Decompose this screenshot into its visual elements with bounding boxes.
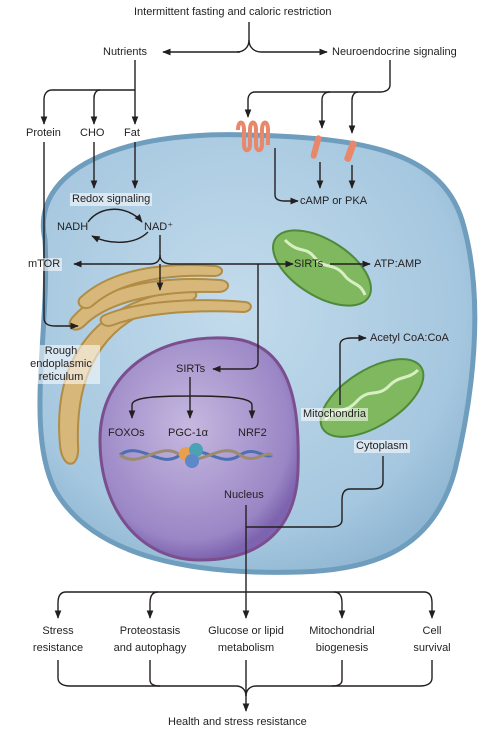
outcome-survival-line1: Cell bbox=[422, 625, 442, 637]
arrow-gpcr-to-camp bbox=[274, 148, 299, 205]
nutrients-label: Nutrients bbox=[103, 46, 148, 58]
outcome-mito-line1: Mitochondrial bbox=[309, 625, 375, 637]
arrow-cytoplasm-to-outcomes bbox=[246, 456, 384, 528]
outcome-survival: Cell survival bbox=[400, 625, 464, 655]
cytoplasm-label: Cytoplasm bbox=[354, 440, 410, 453]
acetyl-coa-label: Acetyl CoA:CoA bbox=[370, 332, 449, 344]
atp-amp-label: ATP:AMP bbox=[374, 258, 422, 270]
outcome-survival-line2: survival bbox=[413, 642, 451, 654]
er-label-line2: endoplasmic bbox=[30, 358, 92, 370]
foxos-label: FOXOs bbox=[108, 427, 145, 439]
arrow-sirts-branch bbox=[132, 377, 191, 418]
arrow-to-neuroendocrine bbox=[248, 39, 328, 56]
arrow-to-cho bbox=[90, 89, 101, 125]
title-label: Intermittent fasting and caloric restric… bbox=[134, 6, 332, 18]
mitochondrion-upper bbox=[272, 229, 372, 307]
outcome-glucose-line1: Glucose or lipid bbox=[208, 625, 284, 637]
er-label-line3: reticulum bbox=[38, 371, 84, 383]
sirts-cytoplasm-label: SIRTs bbox=[294, 258, 324, 270]
outcome-glucose: Glucose or lipid metabolism bbox=[196, 625, 296, 655]
pgc1a-label: PGC-1α bbox=[168, 427, 208, 439]
outcome-proteostasis-line1: Proteostasis bbox=[119, 625, 181, 637]
arrow-outcomes-merge bbox=[57, 660, 250, 712]
nrf2-label: NRF2 bbox=[238, 427, 267, 439]
arrow-to-sirts-cyto bbox=[159, 254, 294, 268]
arrow-merge-mito bbox=[331, 660, 343, 687]
outcome-stress-line1: Stress bbox=[42, 625, 74, 637]
arrow-nadh-to-nad bbox=[87, 208, 143, 223]
fat-label: Fat bbox=[124, 127, 140, 139]
arrow-protein-to-er bbox=[43, 142, 79, 330]
receptor-channel-2 bbox=[344, 140, 357, 162]
outcome-proteostasis-line2: and autophagy bbox=[113, 642, 187, 654]
outcome-glucose-line2: metabolism bbox=[217, 642, 275, 654]
nad-plus-label: NAD⁺ bbox=[144, 221, 174, 233]
arrow-title-stem bbox=[236, 22, 250, 53]
outcome-proteostasis: Proteostasis and autophagy bbox=[100, 625, 200, 655]
neuroendocrine-label: Neuroendocrine signaling bbox=[332, 46, 457, 58]
arrow-to-channel-2 bbox=[348, 91, 359, 134]
mtor-label: mTOR bbox=[26, 258, 63, 271]
mitochondria-label: Mitochondria bbox=[301, 408, 368, 421]
rough-er bbox=[58, 264, 252, 465]
camp-pka-label: cAMP or PKA bbox=[300, 195, 368, 207]
arrow-to-mito-biogenesis bbox=[333, 591, 346, 619]
arrow-merge-proteo bbox=[149, 660, 161, 687]
cho-label: CHO bbox=[80, 127, 105, 139]
outcome-stress-line2: resistance bbox=[32, 642, 84, 654]
arrow-nucleus-to-outcomes bbox=[58, 505, 247, 618]
arrow-to-survival bbox=[246, 591, 436, 619]
outcome-stress: Stress resistance bbox=[18, 625, 98, 655]
arrow-nad-to-nadh bbox=[91, 231, 149, 243]
bottom-label: Health and stress resistance bbox=[168, 716, 307, 728]
outcome-mito-line2: biogenesis bbox=[315, 642, 369, 654]
receptor-gpcr bbox=[236, 120, 270, 153]
arrow-cyto-to-acetyl bbox=[339, 334, 367, 405]
sirts-nucleus-label: SIRTs bbox=[176, 363, 206, 375]
arrow-to-nrf2 bbox=[189, 395, 256, 419]
er-label: Rough endoplasmic reticulum bbox=[22, 345, 100, 384]
arrow-to-channel-1 bbox=[318, 91, 331, 129]
arrow-to-proteostasis bbox=[146, 591, 159, 619]
protein-label: Protein bbox=[26, 127, 61, 139]
arrow-neuro-branch bbox=[244, 60, 391, 118]
nucleus-label: Nucleus bbox=[224, 489, 264, 501]
redox-label: Redox signaling bbox=[70, 193, 153, 206]
receptor-channel-1 bbox=[310, 135, 322, 159]
arrow-nutrients-branch bbox=[44, 60, 136, 124]
dna-helix bbox=[119, 443, 273, 468]
nadh-label: NADH bbox=[57, 221, 89, 233]
outcome-mito-biogenesis: Mitochondrial biogenesis bbox=[296, 625, 388, 655]
arrow-merge-survival bbox=[245, 660, 433, 697]
er-label-line1: Rough bbox=[44, 345, 78, 357]
arrow-to-sirts-nucleus bbox=[212, 264, 259, 373]
